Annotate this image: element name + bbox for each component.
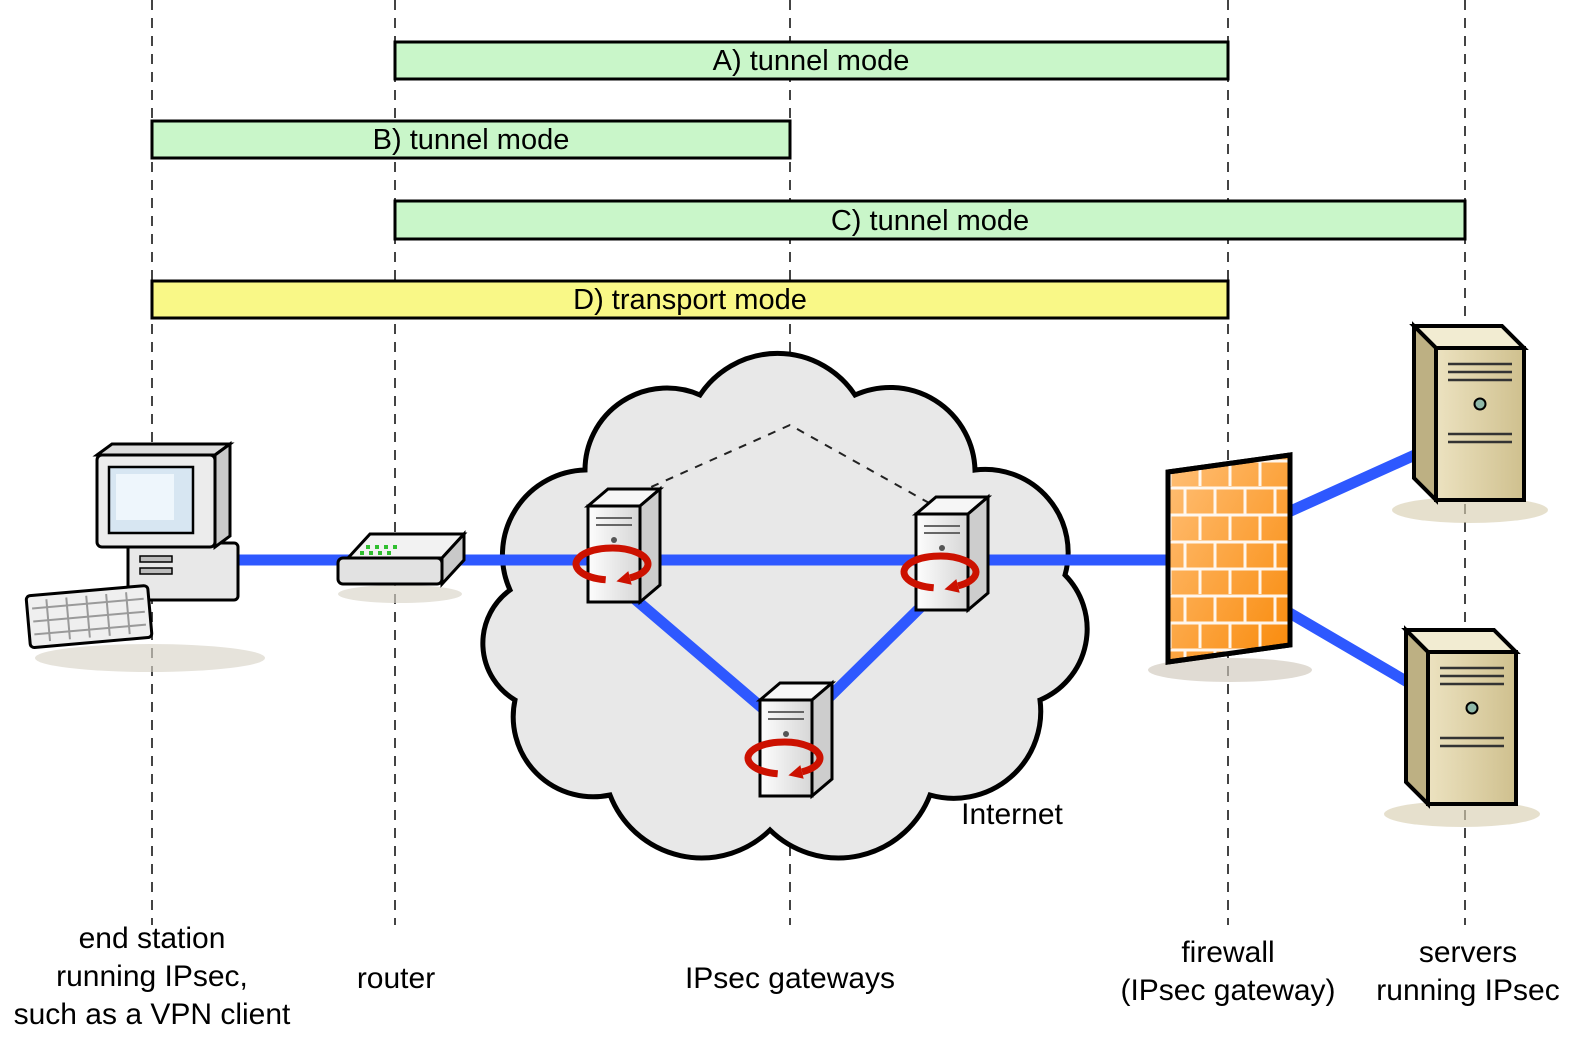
firewall-label-line2: (IPsec gateway) — [1120, 974, 1335, 1007]
bar-c-label: C) tunnel mode — [831, 205, 1029, 237]
bar-b-rect — [150, 119, 792, 160]
ipsec-gateway-1 — [576, 489, 660, 602]
firewall-outline — [1165, 452, 1293, 665]
bar-c-rect — [393, 199, 1467, 241]
ipsec-gateway-3 — [748, 683, 832, 796]
internet-cloud — [480, 350, 1090, 861]
firewall-label-line1: firewall — [1181, 936, 1274, 969]
server-running-ipsec-2 — [1404, 628, 1518, 806]
end-station-label-line3: such as a VPN client — [14, 998, 291, 1031]
bar-a-label: A) tunnel mode — [713, 45, 910, 77]
server-running-ipsec-1 — [1412, 324, 1526, 502]
router-led-lights — [360, 545, 397, 555]
keyboard-key-lines — [32, 592, 147, 642]
ipsec-gateway-2 — [904, 497, 988, 610]
servers-label-line2: running IPsec — [1376, 974, 1559, 1007]
alternate-route-dashed-lines — [621, 423, 939, 509]
device-shadows — [35, 497, 1548, 827]
ipsec-gateways-label: IPsec gateways — [685, 962, 895, 995]
column-labels: end station running IPsec, such as a VPN… — [14, 922, 1560, 1031]
end-station-label-line1: end station — [79, 922, 226, 955]
bar-d-transport-mode: D) transport mode — [150, 279, 1230, 320]
end-station-label-line2: running IPsec, — [56, 960, 248, 993]
bar-d-label: D) transport mode — [573, 284, 807, 316]
computer-case-slots — [139, 555, 173, 575]
monitor-screen-highlight — [116, 474, 174, 520]
bar-a-tunnel-mode: A) tunnel mode — [393, 40, 1230, 81]
bar-b-tunnel-mode: B) tunnel mode — [150, 119, 792, 160]
router-front-face — [336, 556, 444, 586]
bar-a-rect — [393, 40, 1230, 81]
router-device — [336, 530, 468, 588]
bar-b-label: B) tunnel mode — [373, 124, 570, 156]
bar-c-tunnel-mode: C) tunnel mode — [393, 199, 1467, 241]
servers-label-line1: servers — [1419, 936, 1517, 969]
monitor-top-face — [92, 442, 235, 457]
monitor-side-face — [213, 441, 232, 550]
bar-d-rect — [150, 279, 1230, 320]
firewall-wall — [1165, 452, 1293, 665]
internet-label: Internet — [961, 798, 1063, 831]
keyboard — [24, 584, 154, 649]
end-station-computer — [24, 441, 240, 649]
router-label: router — [357, 962, 435, 995]
firewall-brick-pattern — [1168, 455, 1290, 662]
